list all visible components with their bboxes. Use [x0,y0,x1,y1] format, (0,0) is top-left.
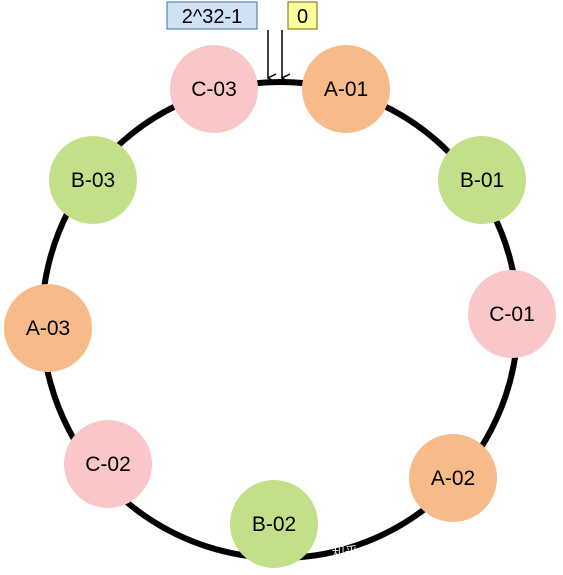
watermark: 知乎 @山林路深 @稀土掘金技术社区 [332,544,548,560]
node-c-03: C-03 [170,45,258,133]
node-b-01-circle [438,136,526,224]
max-hash-label: 2^32-1 [182,6,243,28]
node-c-02-circle [64,420,152,508]
node-b-02-label: B-02 [252,513,296,536]
zero-hash-label-box [287,1,318,30]
node-a-02-label: A-02 [431,467,475,490]
node-a-02-circle [409,434,497,522]
ring-boundary-markers: 2^32-1 0 [166,1,318,78]
max-hash-marker: 2^32-1 [166,1,258,30]
node-c-03-label: C-03 [191,78,237,101]
node-a-03-label: A-03 [26,317,70,340]
max-hash-label-box [166,1,258,30]
zero-hash-label: 0 [297,6,308,28]
node-a-01: A-01 [302,45,390,133]
node-c-01-circle [468,270,556,358]
node-a-01-label: A-01 [324,78,368,101]
node-c-02: C-02 [64,420,152,508]
node-a-02: A-02 [409,434,497,522]
node-a-03-circle [4,284,92,372]
node-c-02-label: C-02 [85,453,131,476]
node-a-03: A-03 [4,284,92,372]
node-b-01: B-01 [438,136,526,224]
node-b-01-label: B-01 [460,169,504,192]
zero-hash-marker: 0 [287,1,318,30]
node-c-03-circle [170,45,258,133]
node-b-03: B-03 [49,136,137,224]
node-b-02: B-02 [230,480,318,568]
node-b-02-circle [230,480,318,568]
node-b-03-circle [49,136,137,224]
node-a-01-circle [302,45,390,133]
virtual-nodes: C-03 A-01 B-01 C-01 A-02 B-02 C-02 A-03 [4,45,556,568]
node-c-01-label: C-01 [489,303,535,326]
node-b-03-label: B-03 [71,169,115,192]
node-c-01: C-01 [468,270,556,358]
